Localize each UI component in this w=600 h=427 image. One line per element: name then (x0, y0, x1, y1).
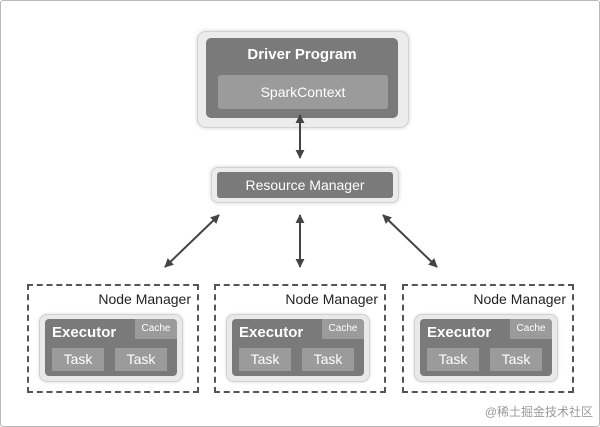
node-manager-3-label: Node Manager (473, 291, 566, 307)
driver-program-title: Driver Program (247, 46, 357, 63)
executor-3-task-1: Task (427, 348, 479, 371)
executor-1-title: Executor (52, 324, 117, 341)
executor-1-cache: Cache (135, 319, 177, 339)
spark-context-box: SparkContext (218, 75, 388, 109)
executor-3-task-2: Task (490, 348, 542, 371)
resource-manager-label: Resource Manager (217, 172, 393, 198)
node-manager-2-label: Node Manager (285, 291, 378, 307)
executor-2-title: Executor (239, 324, 304, 341)
arrow-rm-node-3 (382, 214, 438, 268)
executor-3-title: Executor (427, 324, 492, 341)
executor-1: Executor Cache Task Task (39, 314, 183, 382)
executor-2-cache: Cache (322, 319, 364, 339)
driver-program-box: Driver Program SparkContext (197, 31, 409, 128)
executor-2-task-2: Task (302, 348, 354, 371)
resource-manager-box: Resource Manager (211, 167, 399, 203)
node-manager-2: Node Manager Executor Cache Task Task (214, 284, 386, 393)
watermark-text: @稀土掘金技术社区 (484, 405, 593, 419)
executor-1-task-2: Task (115, 348, 167, 371)
node-manager-1: Node Manager Executor Cache Task Task (27, 284, 199, 393)
executor-2-inner: Executor Cache Task Task (232, 319, 364, 376)
driver-program-inner: Driver Program SparkContext (206, 38, 398, 118)
arrow-rm-node-1 (164, 214, 220, 268)
node-manager-3: Node Manager Executor Cache Task Task (402, 284, 574, 393)
executor-3-inner: Executor Cache Task Task (420, 319, 552, 376)
executor-3: Executor Cache Task Task (414, 314, 558, 382)
executor-1-inner: Executor Cache Task Task (45, 319, 177, 376)
node-manager-1-label: Node Manager (98, 291, 191, 307)
executor-3-cache: Cache (510, 319, 552, 339)
executor-2: Executor Cache Task Task (226, 314, 370, 382)
executor-2-task-1: Task (239, 348, 291, 371)
executor-1-task-1: Task (52, 348, 104, 371)
